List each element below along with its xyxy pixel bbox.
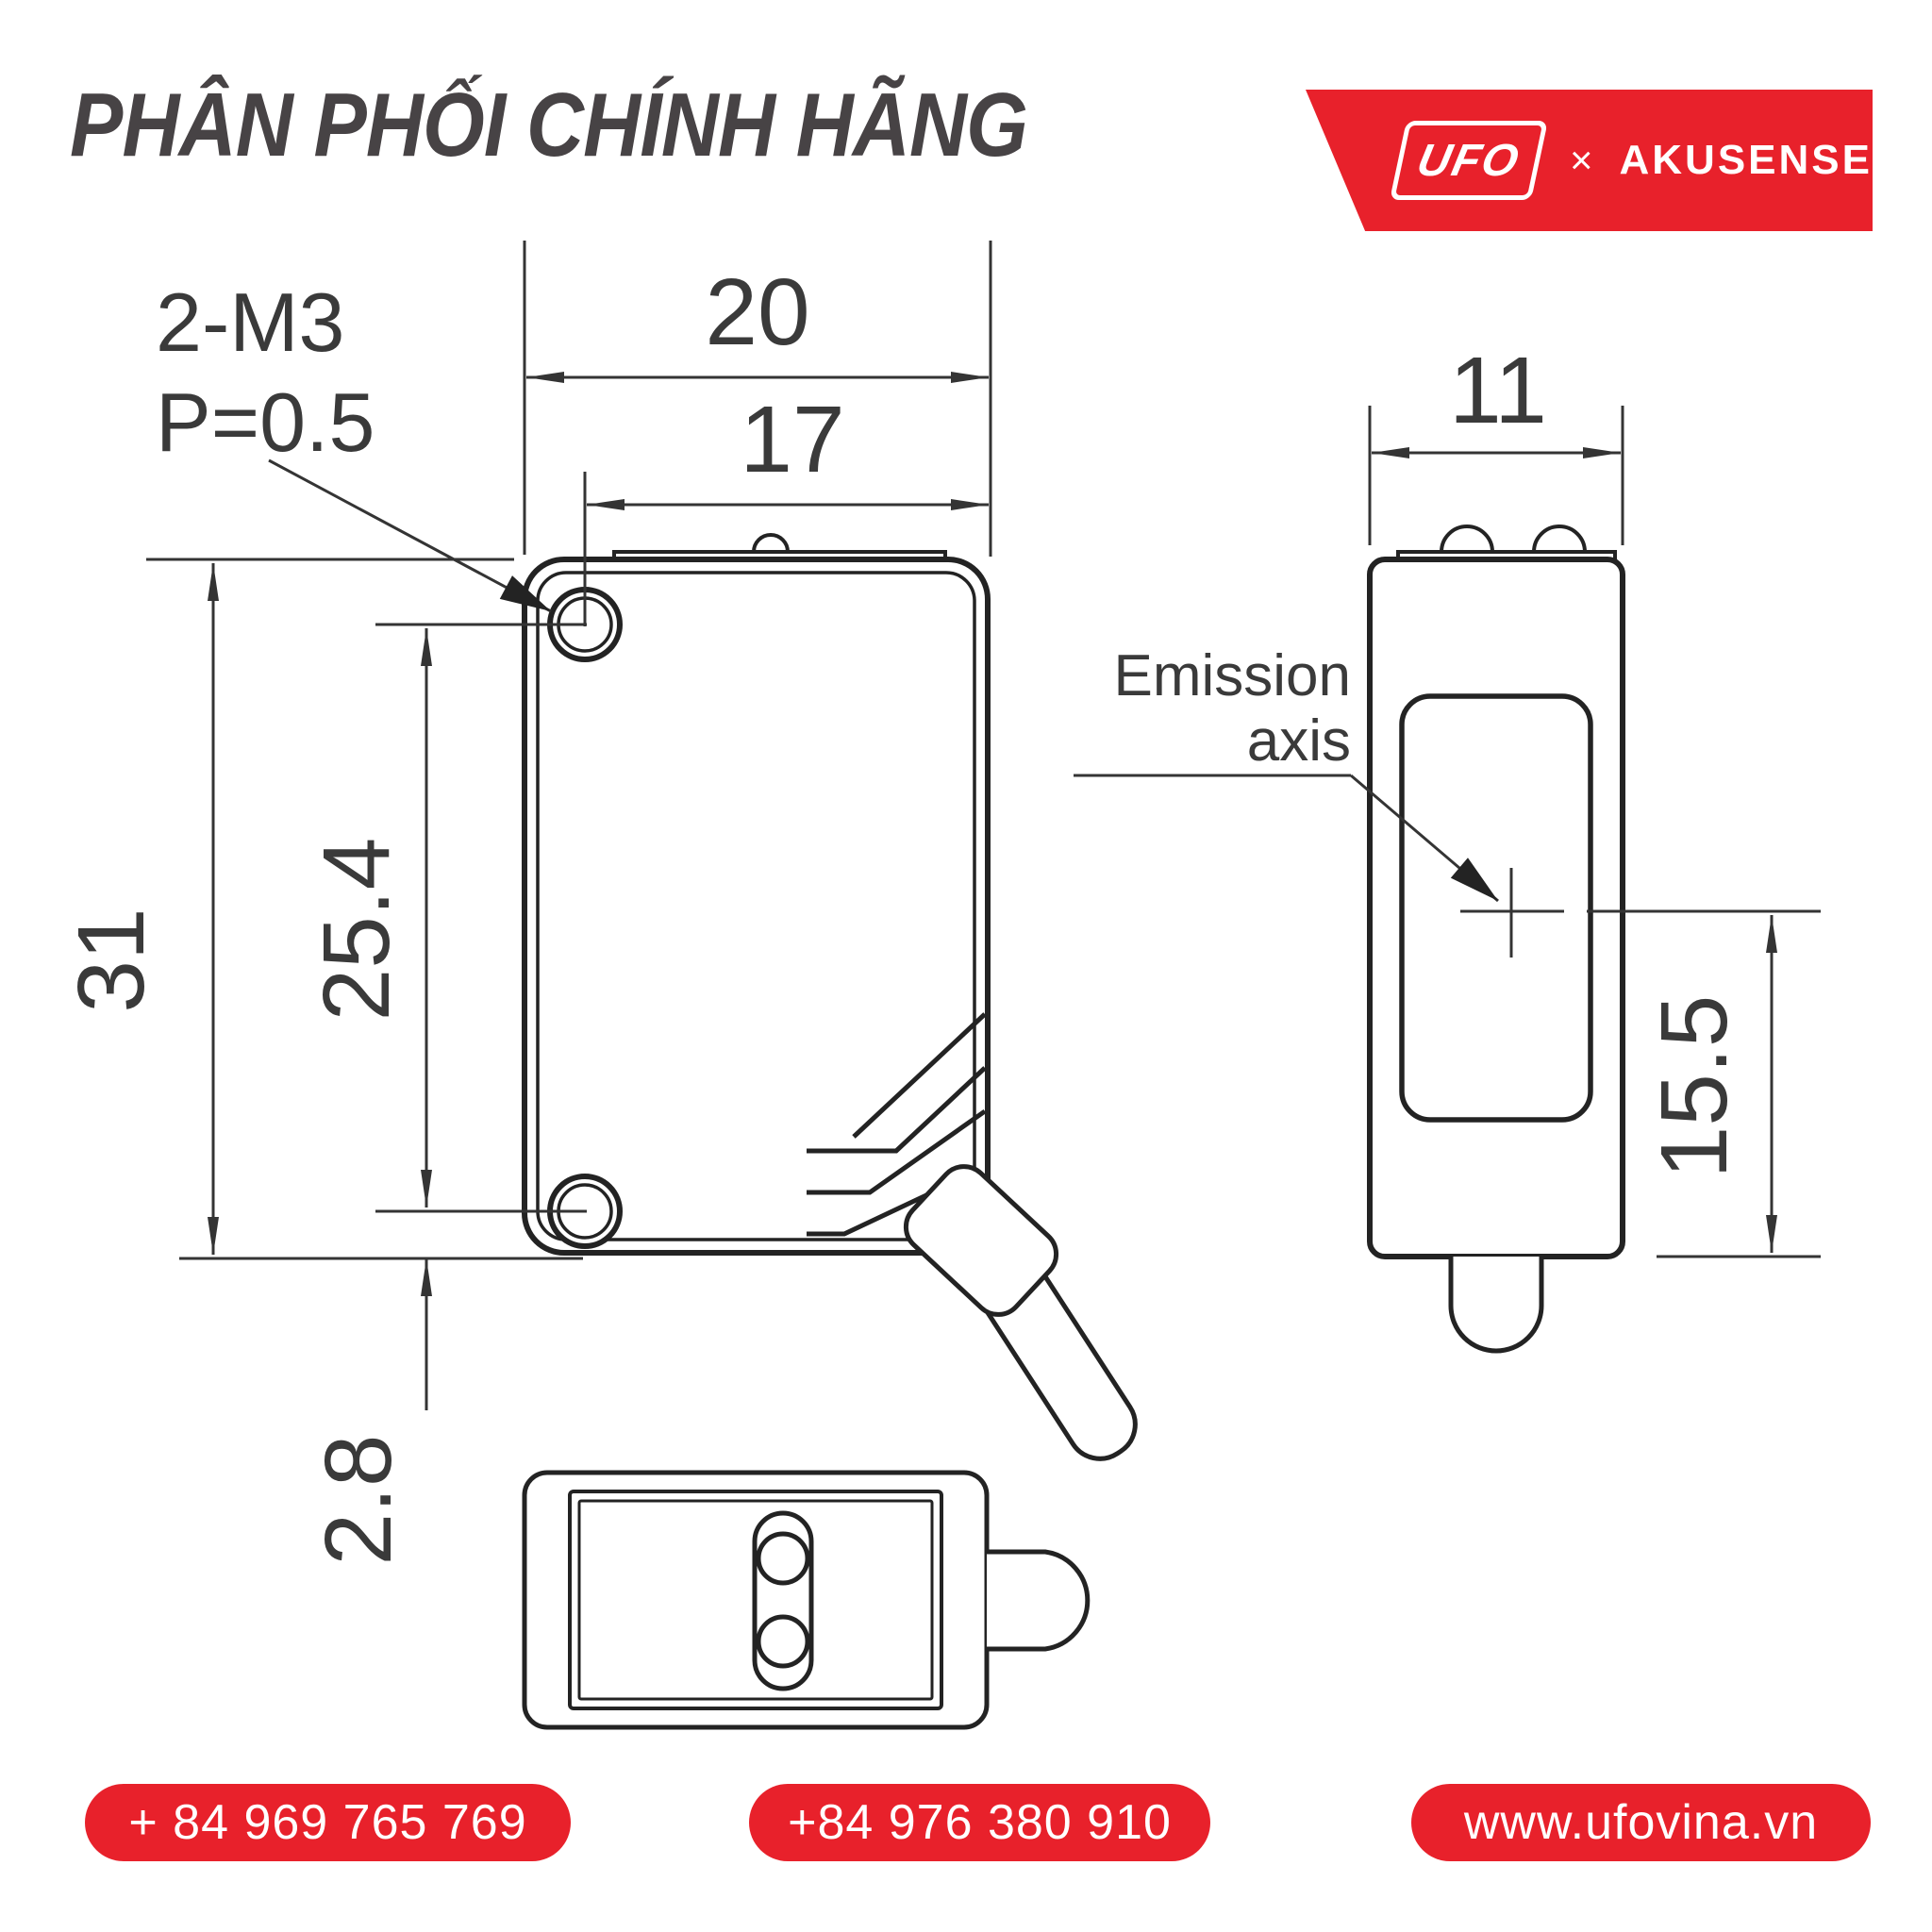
dimension-text-2-8: 2.8 [306,1434,411,1565]
dimension-text-20: 20 [705,259,809,365]
front-body-inner-outline [536,571,976,1241]
emission-leader-line [1350,774,1499,903]
side-lens-window [1399,693,1593,1123]
cable-groove-line [852,1012,987,1139]
bottom-face-frame-inner [577,1499,934,1701]
dimension-text-17: 17 [740,387,844,492]
cable-groove-line [807,1108,987,1195]
side-view [1367,525,1625,1354]
bottom-view [522,1470,1091,1730]
page-title: PHÂN PHỐI CHÍNH HÃNG [70,75,1028,175]
side-body-outline [1367,557,1625,1259]
bottom-hole-slot [752,1510,814,1691]
dimension-text-15-5: 15.5 [1641,995,1747,1179]
side-pin [1439,525,1495,554]
side-cable-stub [1448,1257,1544,1354]
brand-banner: UFO × AKUSENSE [1306,90,1873,231]
front-body-outline [522,557,991,1256]
bottom-cable-stub [987,1549,1091,1652]
website-pill[interactable]: www.ufovina.vn [1411,1784,1871,1861]
brand-partner-name: AKUSENSE [1619,137,1873,183]
front-view-dimensions: 20 17 31 25.4 2.8 2-M3 P=0.5 [58,241,992,1566]
side-view-dimensions: 11 Emission axis 15.5 [1074,338,1821,1258]
thread-label-line1: 2-M3 [156,275,345,369]
front-view [375,472,1138,1461]
dimension-text-11: 11 [1449,338,1547,443]
phone-pill-1[interactable]: + 84 969 765 769 [85,1784,571,1861]
thread-leader-line [268,458,552,613]
cable-groove-line [807,1066,987,1154]
side-pin [1531,525,1588,554]
bottom-hole-bottom [756,1614,810,1669]
indicator-dome [751,533,791,554]
front-cable-boot [903,1164,1059,1317]
brand-separator-icon: × [1569,138,1593,182]
thread-label-line2: P=0.5 [156,375,375,469]
emission-axis-label-line1: Emission [1113,643,1351,708]
dimension-text-25-4: 25.4 [304,838,409,1022]
dimension-text-31: 31 [58,908,164,1012]
phone-pill-2[interactable]: +84 976 380 910 [749,1784,1210,1861]
emission-axis-label-line2: axis [1247,708,1351,774]
bottom-hole-top [756,1531,810,1586]
